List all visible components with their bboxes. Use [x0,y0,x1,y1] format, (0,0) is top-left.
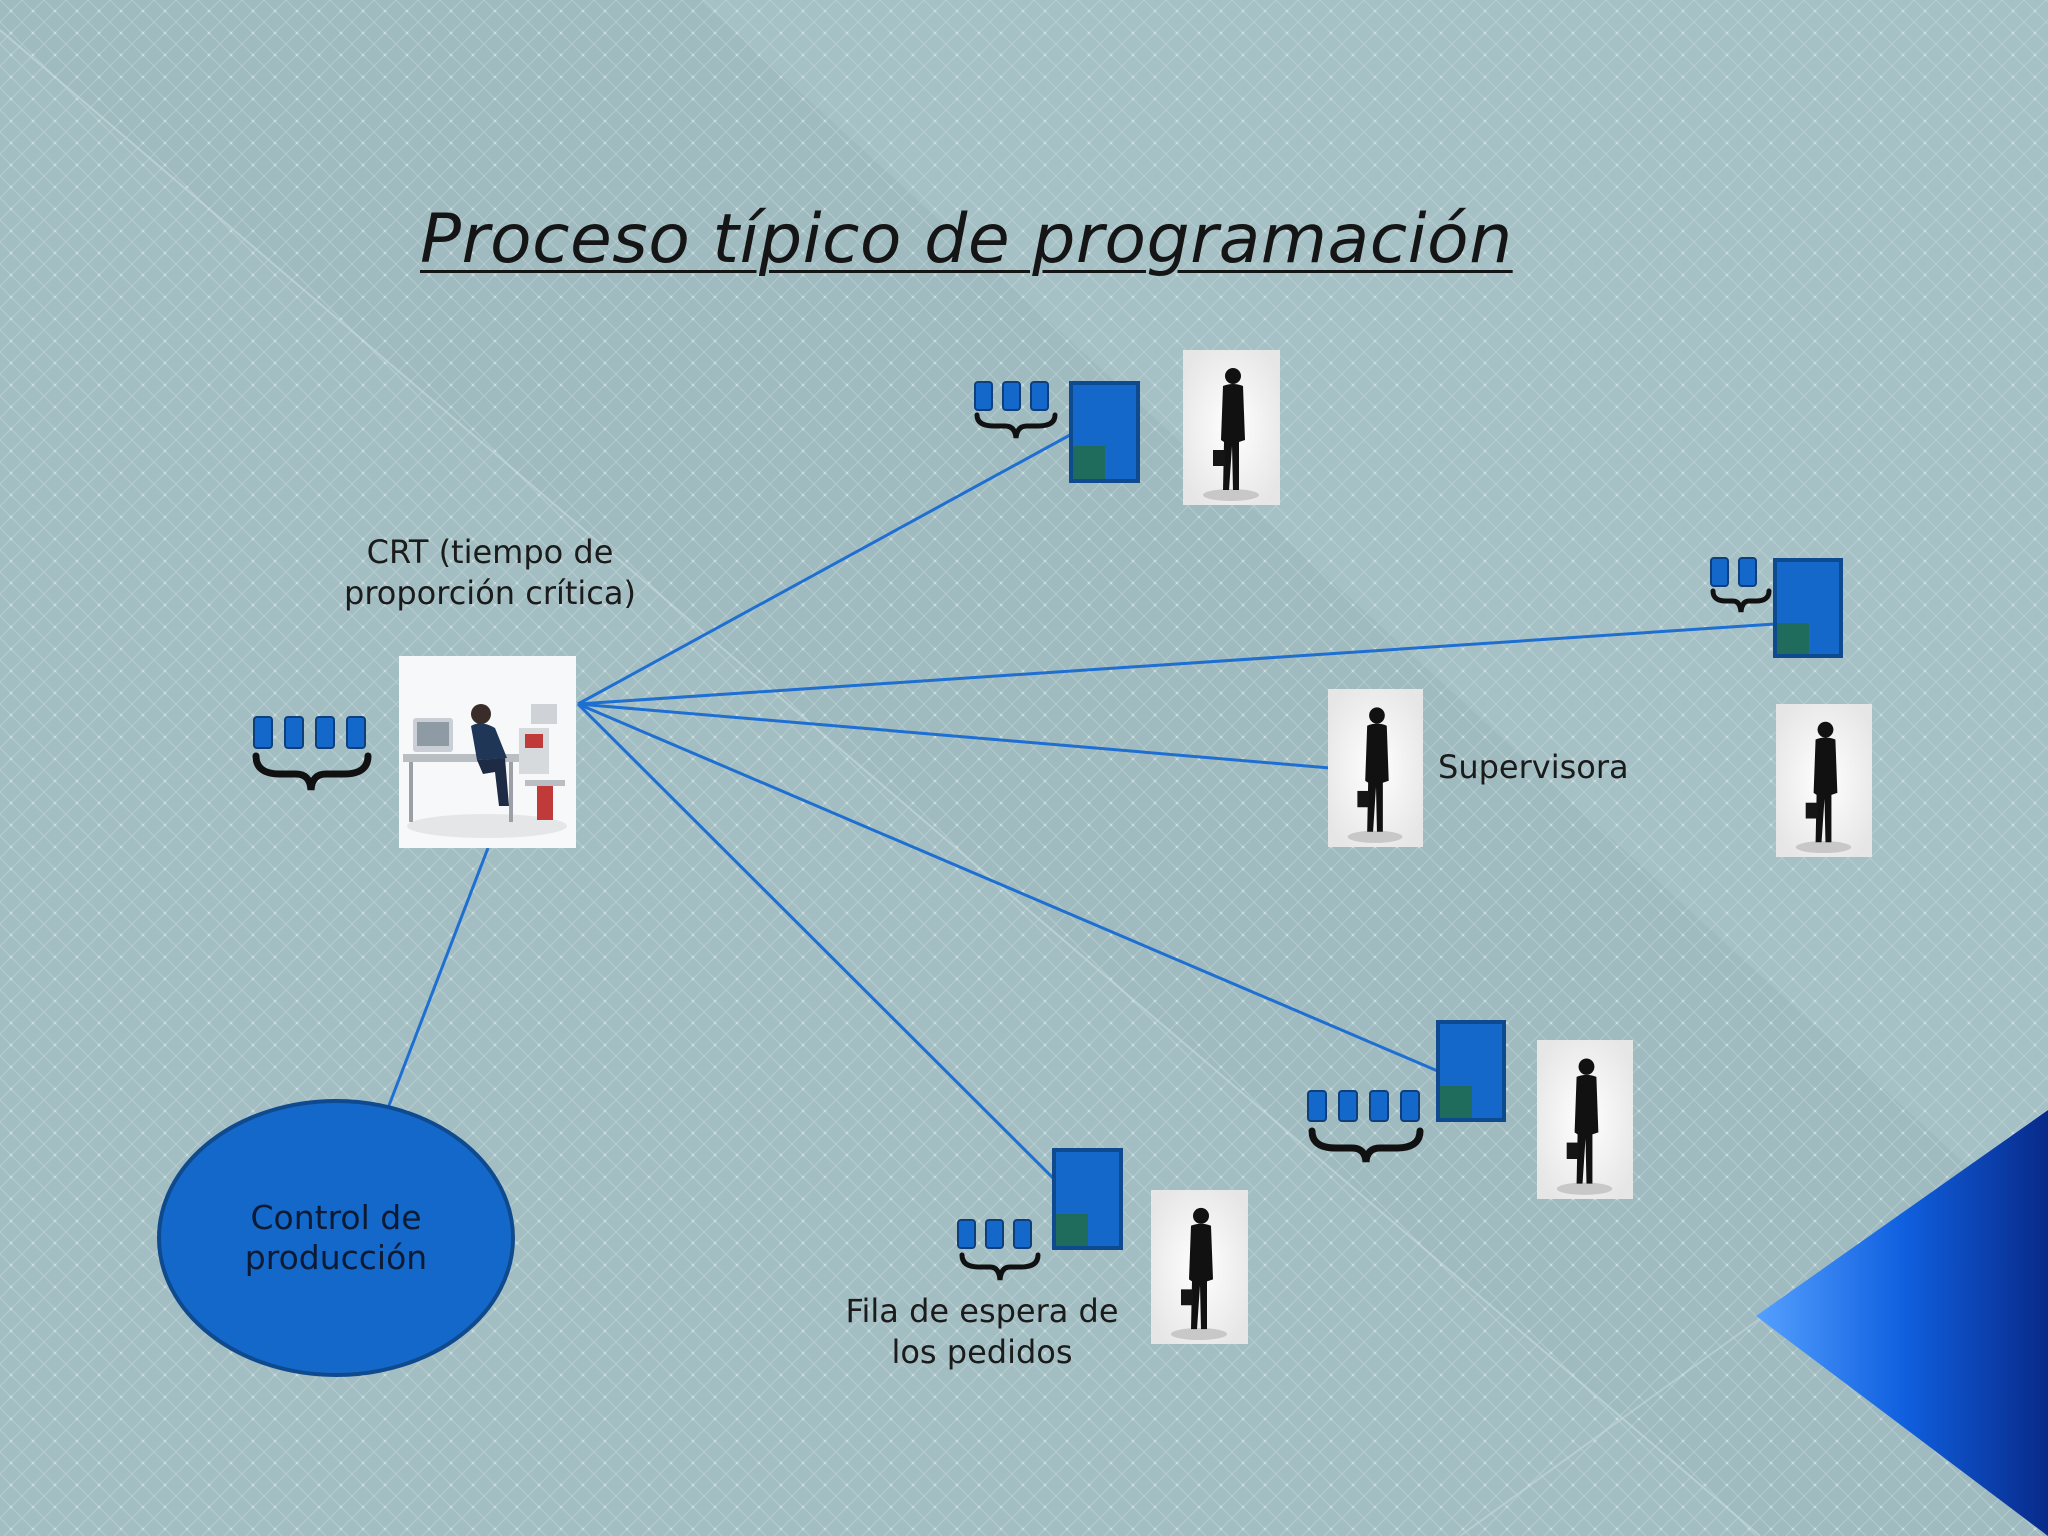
control-label-line: producción [244,1238,428,1277]
businessman-silhouette-icon [1328,689,1423,847]
computer-operator-icon [399,656,576,848]
businessman-silhouette-icon [1776,704,1872,857]
businessman-silhouette-icon [1151,1190,1248,1344]
page-title: Proceso típico de programación [420,200,1513,279]
crt-label-line: CRT (tiempo de [366,533,614,571]
connector-line [386,847,490,1109]
businessman-silhouette-icon [1183,350,1280,505]
connector-line [577,702,1441,1074]
businessman-silhouette-icon [1537,1040,1633,1199]
queue-label-line: Fila de espera de [845,1292,1119,1330]
supervisor-label: Supervisora [1438,748,1629,786]
connector-line [577,433,1071,706]
queue-label-line: los pedidos [891,1333,1073,1371]
control-label-line: Control de [250,1198,422,1237]
connector-line [576,702,1057,1182]
crt-label-line: proporción crítica) [344,574,636,612]
connector-line [577,622,1776,706]
crt-label: CRT (tiempo de proporción crítica) [300,532,680,614]
connector-line [577,702,1331,770]
control-ellipse-label: Control de producción [158,1198,514,1278]
queue-label: Fila de espera de los pedidos [812,1291,1152,1373]
corner-triangle [1756,1110,2048,1536]
